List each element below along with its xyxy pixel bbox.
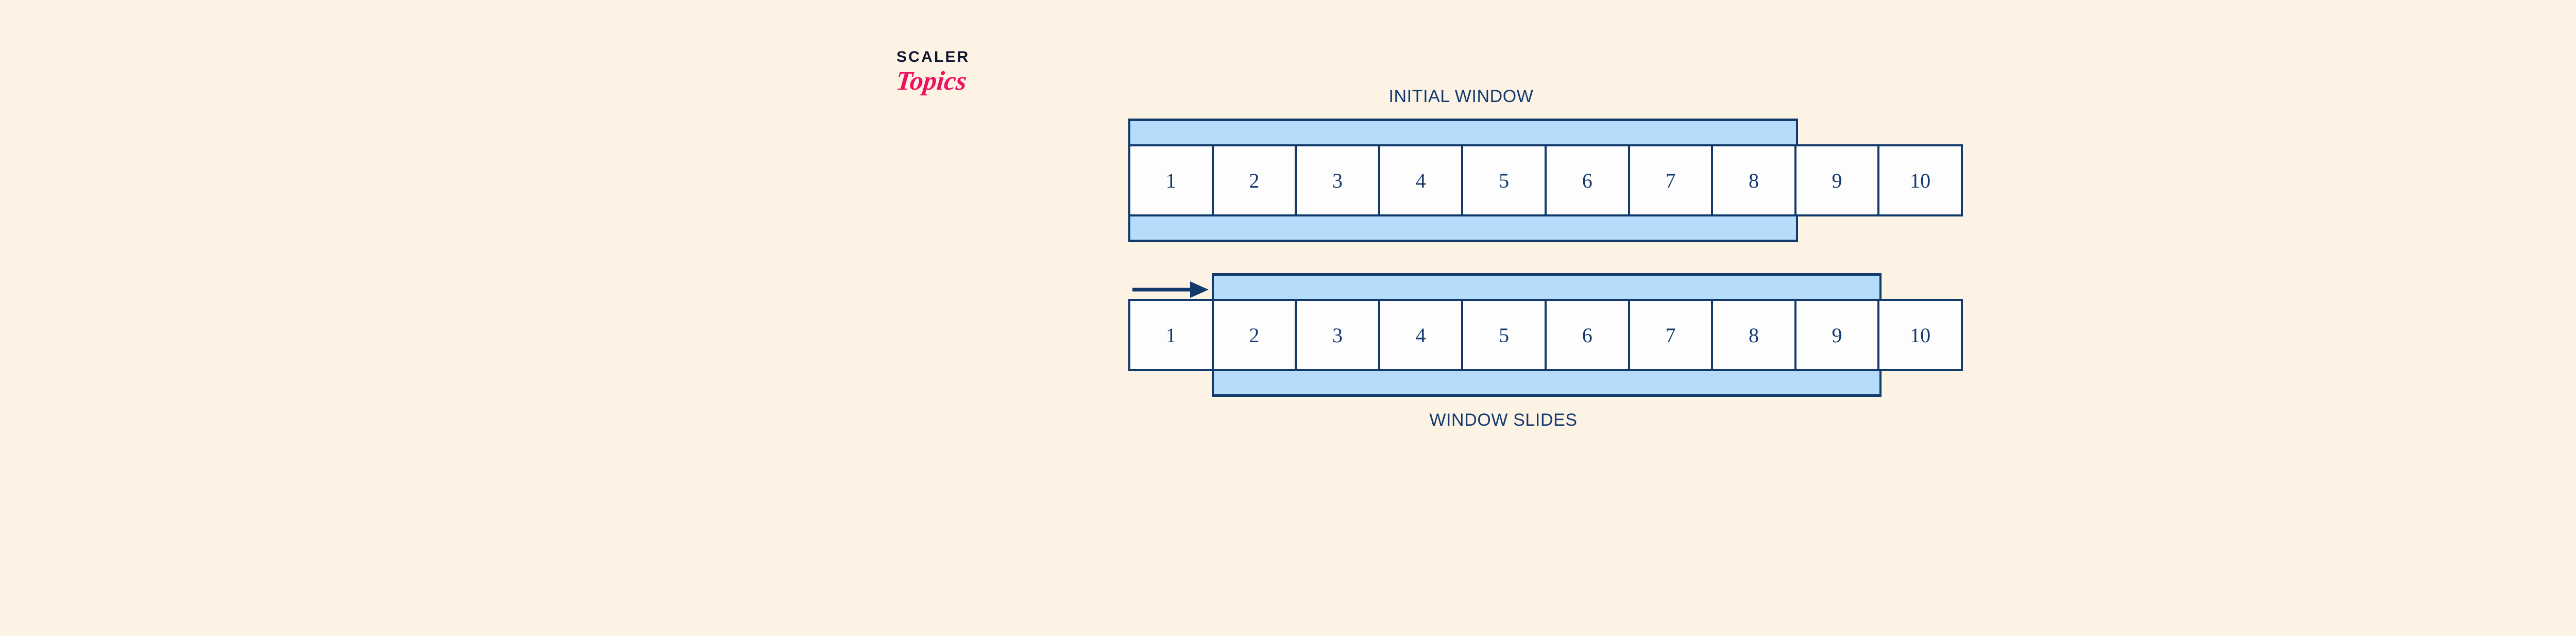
array-cell: 9 xyxy=(1796,146,1880,214)
slid-window-highlight-bottom xyxy=(1212,371,1882,397)
initial-window-highlight-bottom xyxy=(1128,216,1798,242)
initial-window-highlight-bottom-right-edge xyxy=(1796,216,1798,242)
array-cell: 6 xyxy=(1546,301,1630,369)
array-cell: 7 xyxy=(1630,146,1714,214)
scaler-topics-logo: SCALER Topics xyxy=(894,48,1041,132)
initial-window-highlight-bottom-left-edge xyxy=(1128,216,1130,242)
window-slides-caption: WINDOW SLIDES xyxy=(1429,410,1578,430)
array-row-initial: 1 2 3 4 5 6 7 8 9 10 xyxy=(1128,144,1963,216)
array-row-slid: 1 2 3 4 5 6 7 8 9 10 xyxy=(1128,299,1963,371)
slid-window-highlight-top xyxy=(1212,273,1882,299)
array-cell: 4 xyxy=(1380,301,1464,369)
slid-window-highlight-top-right-edge xyxy=(1879,273,1882,299)
initial-window-highlight-top xyxy=(1128,119,1798,144)
array-cell: 1 xyxy=(1130,301,1214,369)
slid-window-highlight-bottom-right-edge xyxy=(1879,371,1882,397)
initial-window-highlight-top-left-edge xyxy=(1128,119,1130,144)
row-window-slides: 1 2 3 4 5 6 7 8 9 10 xyxy=(1128,273,1963,397)
slid-window-highlight-top-left-edge xyxy=(1212,273,1214,299)
array-cell: 2 xyxy=(1213,146,1297,214)
array-cell: 4 xyxy=(1380,146,1464,214)
array-cell: 1 xyxy=(1130,146,1214,214)
array-cell: 9 xyxy=(1796,301,1880,369)
initial-window-title: INITIAL WINDOW xyxy=(1388,87,1534,106)
array-cell: 3 xyxy=(1297,146,1380,214)
initial-window-highlight-top-right-edge xyxy=(1796,119,1798,144)
array-cell: 10 xyxy=(1879,146,1961,214)
array-cell: 8 xyxy=(1713,146,1797,214)
array-cell: 6 xyxy=(1546,146,1630,214)
logo-topics-wordmark: Topics xyxy=(894,66,969,96)
slide-right-arrow-icon xyxy=(1132,281,1209,298)
array-cell: 2 xyxy=(1213,301,1297,369)
slid-window-highlight-bottom-left-edge xyxy=(1212,371,1214,397)
row-initial-window: 1 2 3 4 5 6 7 8 9 10 xyxy=(1128,119,1963,242)
array-cell: 8 xyxy=(1713,301,1797,369)
logo-scaler-wordmark: SCALER xyxy=(896,48,970,65)
array-cell: 10 xyxy=(1879,301,1961,369)
array-cell: 7 xyxy=(1630,301,1714,369)
array-cell: 5 xyxy=(1463,301,1547,369)
array-cell: 5 xyxy=(1463,146,1547,214)
sliding-window-diagram: INITIAL WINDOW 1 2 3 4 5 6 7 8 9 10 xyxy=(1128,88,1963,429)
array-cell: 3 xyxy=(1297,301,1380,369)
